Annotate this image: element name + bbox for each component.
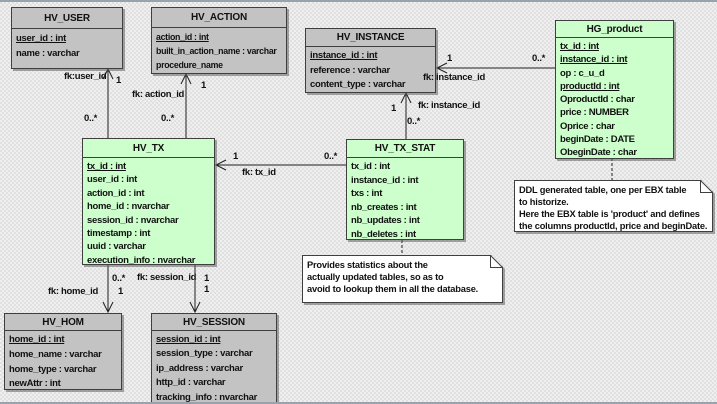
table-field: op : c_u_d (560, 67, 605, 79)
fk-user-id-label: fk:user_id (64, 71, 107, 82)
multiplicity-label: 0..* (84, 113, 98, 124)
table-field: tracking_info : nvarchar (156, 391, 258, 403)
note-text: Provides statistics about the actually u… (302, 255, 503, 303)
table-hv-user[interactable]: HV_USER user_id : int name : varchar (11, 7, 123, 69)
table-field: user_id : int (16, 33, 66, 44)
arrowhead-home (102, 301, 114, 314)
multiplicity-label: 0..* (112, 273, 126, 284)
fk-home-id-label: fk: home_id (48, 286, 99, 297)
field-list: tx_id : int instance_id : int txs : int … (347, 158, 463, 242)
table-title: HG_product (556, 21, 673, 38)
table-field: session_type : varchar (156, 348, 253, 360)
table-hv-instance[interactable]: HV_INSTANCE instance_id : int reference … (305, 28, 436, 93)
table-field: content_type : varchar (310, 79, 406, 90)
table-field: reference : varchar (310, 64, 390, 76)
multiplicity-label: 1 (391, 103, 396, 114)
table-field: action_id : int (87, 187, 145, 199)
multiplicity-label: 1 (201, 80, 206, 91)
table-field: home_id : nvarchar (87, 201, 170, 213)
table-field: uuid : varchar (87, 241, 146, 253)
table-hg-product[interactable]: HG_product tx_id : int instance_id : int… (555, 20, 674, 159)
arrowhead-action (180, 72, 192, 85)
table-field: nb_creates : int (351, 201, 417, 213)
table-field: price : NUMBER (560, 107, 629, 119)
arrowhead-tx (214, 159, 227, 171)
table-hv-action[interactable]: HV_ACTION action_id : int built_in_actio… (151, 7, 287, 74)
fk-action-id-label: fk: action_id (132, 89, 185, 100)
fk-instance-id-label: fk: instance_id (423, 72, 486, 83)
table-field: ip_address : varchar (156, 362, 243, 374)
table-field: action_id : int (156, 32, 209, 42)
table-hv-hom[interactable]: HV_HOM home_id : int home_name : varchar… (4, 313, 122, 390)
multiplicity-label: 0..* (161, 113, 175, 124)
table-field: instance_id : int (310, 50, 378, 61)
table-field: home_name : varchar (9, 348, 102, 360)
multiplicity-label: 0..* (407, 116, 421, 127)
table-field: home_id : int (9, 334, 65, 345)
note-text: DDL generated table, one per EBX table t… (514, 180, 713, 232)
table-hv-tx[interactable]: HV_TX tx_id : int user_id : int action_i… (82, 138, 215, 267)
table-hv-tx-stat[interactable]: HV_TX_STAT tx_id : int instance_id : int… (346, 139, 464, 240)
field-list: user_id : int name : varchar (12, 29, 122, 61)
table-hv-session[interactable]: HV_SESSION session_id : int session_type… (151, 313, 277, 403)
table-title: HV_HOM (5, 314, 121, 331)
table-field: instance_id : int (560, 54, 628, 66)
table-field: timestamp : int (87, 227, 151, 239)
arrowhead-session (189, 301, 201, 314)
table-field: instance_id : int (351, 174, 419, 186)
table-field: built_in_action_name : varchar (156, 46, 277, 56)
multiplicity-label: 1 (118, 286, 123, 297)
table-field: session_id : int (156, 334, 221, 345)
table-field: execution_info : nvarchar (87, 254, 196, 266)
field-list: instance_id : int reference : varchar co… (306, 47, 435, 93)
table-field: session_id : nvarchar (87, 214, 179, 226)
multiplicity-label: 1 (233, 151, 238, 162)
table-field: nb_updates : int (351, 215, 420, 227)
fk-instance-id-label: fk: instance_id (418, 100, 481, 111)
table-field: productId : int (560, 80, 620, 92)
multiplicity-label: 1 (116, 75, 121, 86)
note-fold-icon (700, 180, 713, 193)
note-statistics[interactable]: Provides statistics about the actually u… (302, 255, 503, 303)
table-field: nb_deletes : int (351, 228, 416, 240)
table-field: tx_id : int (351, 161, 390, 172)
table-title: HV_SESSION (152, 314, 276, 331)
table-field: http_id : varchar (156, 377, 226, 389)
field-list: session_id : int session_type : varchar … (152, 331, 276, 403)
table-title: HV_TX (83, 139, 214, 158)
table-field: OproductId : char (560, 94, 635, 106)
table-title: HV_TX_STAT (347, 140, 463, 158)
table-field: Oprice : char (560, 120, 615, 132)
table-field: newAttr : int (9, 378, 61, 390)
table-field: name : varchar (16, 48, 80, 59)
table-field: ObeginDate : char (560, 147, 637, 159)
table-field: tx_id : int (560, 41, 599, 52)
table-title: HV_ACTION (152, 8, 286, 28)
multiplicity-label: 1 (204, 273, 209, 284)
fk-tx-id-label: fk: tx_id (242, 167, 276, 178)
table-field: home_type : varchar (9, 363, 97, 375)
table-field: tx_id : int (87, 161, 126, 172)
multiplicity-label: 0..* (324, 151, 338, 162)
field-list: tx_id : int instance_id : int op : c_u_d… (556, 38, 673, 160)
field-list: tx_id : int user_id : int action_id : in… (83, 158, 214, 267)
field-list: action_id : int built_in_action_name : v… (152, 28, 286, 72)
note-ddl-generated[interactable]: DDL generated table, one per EBX table t… (514, 180, 713, 232)
field-list: home_id : int home_name : varchar home_t… (5, 331, 121, 392)
table-field: beginDate : DATE (560, 134, 635, 146)
multiplicity-label: 1 (204, 284, 209, 295)
table-field: procedure_name (156, 60, 223, 70)
note-fold-icon (490, 255, 503, 268)
table-field: txs : int (351, 188, 383, 200)
fk-session-id-label: fk: session_id (137, 272, 197, 283)
table-title: HV_USER (12, 8, 122, 29)
table-title: HV_INSTANCE (306, 29, 435, 47)
multiplicity-label: 1 (447, 53, 452, 64)
arrowhead-instance-bottom (400, 91, 412, 104)
multiplicity-label: 0..* (532, 53, 546, 64)
table-field: user_id : int (87, 174, 137, 186)
